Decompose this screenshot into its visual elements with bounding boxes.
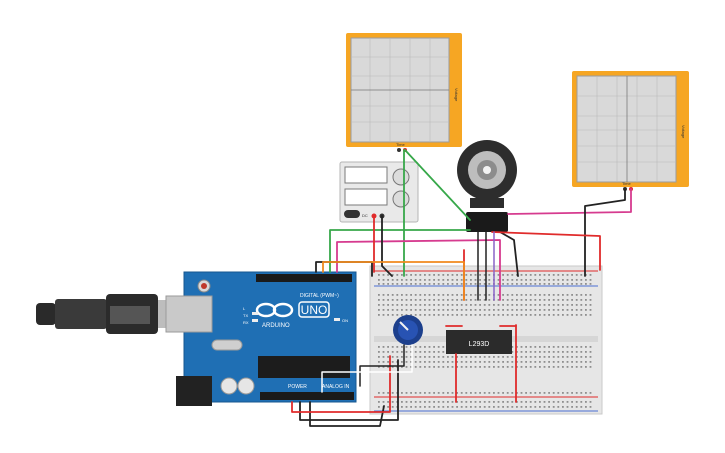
scope-left-caption: Voltage <box>454 88 459 102</box>
oscilloscope-right[interactable]: Voltage Time <box>572 71 689 191</box>
arduino-logo <box>255 302 294 318</box>
power-supply[interactable]: DC <box>339 161 419 223</box>
tx-label: TX <box>243 313 248 318</box>
l293d-chip[interactable]: L293D <box>446 330 512 354</box>
scope-right-caption: Voltage <box>681 125 686 139</box>
power-switch[interactable] <box>344 210 360 218</box>
scope-left-time-label: Time <box>396 142 406 147</box>
atmega-chip <box>258 356 350 378</box>
model-label: UNO <box>301 303 328 317</box>
scope-right-time-label: Time <box>622 181 632 186</box>
voltage-knob[interactable] <box>392 168 410 186</box>
power-label: POWER <box>288 384 307 390</box>
logo-label: ARDUINO <box>262 323 290 329</box>
digital-header[interactable] <box>256 274 352 282</box>
wires[interactable] <box>291 149 632 427</box>
analog-label: ANALOG IN <box>322 384 350 390</box>
oscilloscope-left[interactable]: Voltage Time <box>346 33 462 152</box>
on-label: ON <box>342 318 348 323</box>
breadboard-holes[interactable] <box>378 274 592 408</box>
usb-cable[interactable] <box>36 294 168 334</box>
power-supply-label: DC <box>362 213 368 218</box>
motor-connector[interactable] <box>466 212 508 232</box>
reset-button[interactable] <box>201 283 207 289</box>
scope-left-probe-neg[interactable] <box>397 148 401 152</box>
digital-label: DIGITAL (PWM~) <box>300 293 339 299</box>
arduino-uno-board[interactable]: UNO ARDUINO DIGITAL (PWM~) POWER ANALOG … <box>165 271 357 406</box>
l-label: L <box>243 306 246 311</box>
chip-label: L293D <box>469 341 490 348</box>
analog-power-header[interactable] <box>260 392 354 400</box>
current-knob[interactable] <box>392 190 410 208</box>
dc-motor[interactable] <box>457 140 517 232</box>
potentiometer[interactable] <box>393 315 423 345</box>
dc-jack <box>176 376 212 406</box>
rx-label: RX <box>243 320 249 325</box>
usb-port <box>165 295 213 333</box>
